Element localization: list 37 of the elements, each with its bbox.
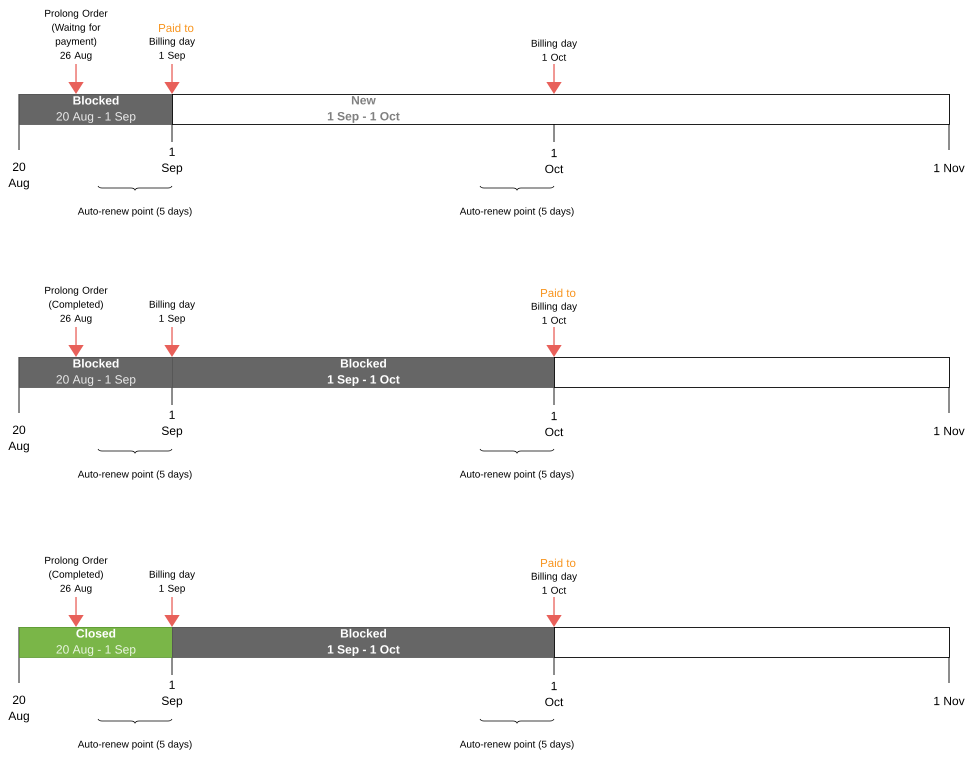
- tick-label: 1 Sep: [162, 680, 182, 708]
- annotation-text: Billing day 1 Sep: [150, 300, 196, 324]
- annotation-text: Billing day 1 Oct: [532, 572, 578, 594]
- auto-renew-label: Auto-renew point (5 days): [460, 207, 574, 217]
- timeline-segment: Closed 20 Aug - 1 Sep: [19, 627, 173, 658]
- auto-renew-label: Auto-renew point (5 days): [78, 207, 192, 217]
- tick-label: 1 Nov: [934, 696, 965, 706]
- tick-label: 1 Sep: [162, 410, 182, 438]
- tick-label: 1 Nov: [934, 426, 965, 436]
- paid-to-label: Paid to: [541, 288, 576, 298]
- annotation-text: Billing day 1 Sep: [150, 37, 196, 61]
- annotation-text: Prolong Order (Completed) 26 Aug: [45, 286, 108, 324]
- tick-label: 20 Aug: [8, 696, 29, 722]
- auto-renew-label: Auto-renew point (5 days): [460, 740, 574, 750]
- paid-to-label: Paid to: [541, 558, 576, 568]
- paid-to-label: Paid to: [159, 24, 194, 32]
- annotation-text: Prolong Order (Waitng for payment) 26 Aug: [45, 9, 108, 61]
- tick-label: 20 Aug: [8, 426, 29, 452]
- annotation-text: Prolong Order (Completed) 26 Aug: [45, 556, 108, 594]
- annotation-text: Billing day 1 Oct: [532, 39, 578, 61]
- timeline-segment: New 1 Sep - 1 Oct: [172, 94, 950, 125]
- timeline-segment: Blocked 1 Sep - 1 Oct: [172, 627, 555, 658]
- auto-renew-label: Auto-renew point (5 days): [78, 740, 192, 750]
- annotation-text: Billing day 1 Sep: [150, 570, 196, 594]
- timeline-segment: Blocked 20 Aug - 1 Sep: [19, 94, 173, 125]
- tick-label: 1 Sep: [162, 148, 182, 174]
- auto-renew-label: Auto-renew point (5 days): [460, 470, 574, 480]
- tick-label: 1 Nov: [934, 164, 965, 172]
- tick-label: 1 Oct: [545, 148, 564, 174]
- timeline-segment: [554, 357, 950, 388]
- timeline-segment: Blocked 20 Aug - 1 Sep: [19, 357, 173, 388]
- timeline-segment: [554, 627, 950, 658]
- tick-label: 1 Oct: [545, 412, 564, 436]
- auto-renew-label: Auto-renew point (5 days): [78, 470, 192, 480]
- tick-label: 20 Aug: [8, 162, 29, 190]
- annotation-text: Billing day 1 Oct: [532, 302, 578, 324]
- tick-label: 1 Oct: [545, 682, 564, 706]
